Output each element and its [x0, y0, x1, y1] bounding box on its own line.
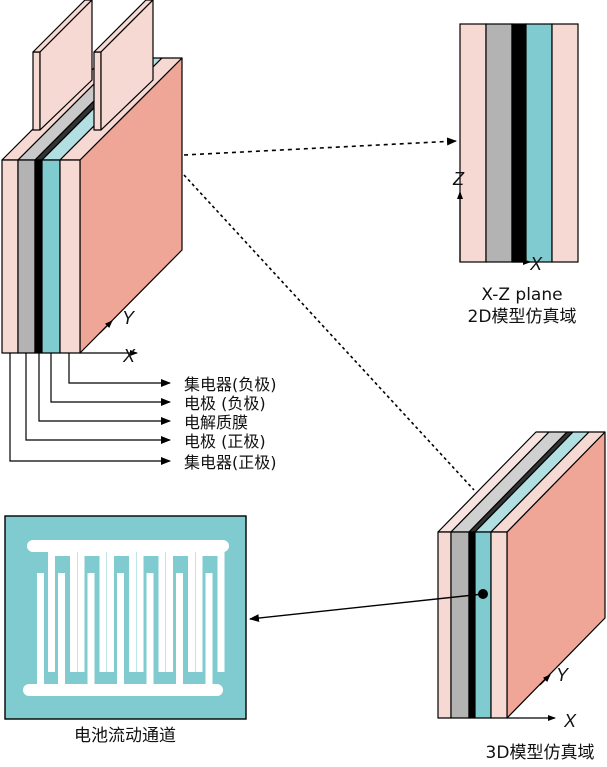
flow-inlet-finger-wall — [99, 550, 107, 672]
flow-inlet-finger-wall — [188, 550, 195, 672]
flow-outlet-finger — [58, 573, 65, 688]
plane-electrode-pos — [485, 23, 513, 263]
legend-electrode-positive: 电极 (正极) — [184, 432, 266, 451]
left-y-axis-arrow — [99, 320, 113, 334]
model3d-electrode-neg — [474, 531, 492, 719]
model3d-collector-neg — [490, 531, 508, 719]
flow-inlet-finger-wall — [129, 550, 136, 672]
flow-outlet-finger-edge — [37, 573, 44, 688]
left-axes: X Y — [80, 308, 138, 366]
plane-title: X-Z plane — [481, 285, 562, 305]
flow-channel-caption: 电池流动通道 — [74, 726, 176, 746]
layer-legend — [9, 353, 171, 465]
flow-channel-pattern — [23, 540, 229, 696]
flow-inlet-finger — [136, 550, 144, 672]
legend-collector-positive: 集电器(正极) — [184, 453, 277, 472]
tab-left — [32, 0, 93, 131]
dashed-connector-to-2d — [183, 137, 457, 156]
flow-inlet-finger-cap — [77, 550, 107, 556]
pointer-arrow — [249, 593, 484, 623]
flow-inlet-finger — [77, 550, 85, 672]
model3d-caption: 3D模型仿真域 — [486, 743, 595, 763]
model3d-x-axis-label: X — [563, 711, 577, 731]
flow-inlet-finger-cap — [107, 550, 136, 556]
tab-right — [93, 0, 154, 131]
flow-inlet-manifold — [27, 540, 229, 552]
flow-inlet-finger-cap — [48, 550, 77, 556]
model3d-electrode-pos — [450, 531, 470, 719]
flow-outlet-manifold — [23, 684, 223, 696]
left-front-collector-pos — [1, 159, 19, 354]
flow-outlet-finger — [87, 573, 95, 688]
left-front-electrode-pos — [17, 159, 36, 354]
plane-subtitle: 2D模型仿真域 — [468, 307, 577, 327]
left-front-membrane — [34, 159, 43, 354]
flow-inlet-finger-cap — [136, 550, 166, 556]
left-y-axis-label: Y — [122, 308, 136, 328]
model3d-collector-pos — [437, 531, 452, 719]
plane-collector-neg — [551, 23, 579, 263]
left-x-axis-label: X — [122, 346, 136, 366]
plane-collector-pos — [459, 23, 487, 263]
plane-membrane — [511, 23, 527, 263]
flow-outlet-finger — [176, 573, 183, 688]
flow-inlet-finger-wall — [158, 550, 166, 672]
plane-x-axis-label: X — [529, 254, 543, 274]
legend-electrode-negative: 电极 (负极) — [184, 394, 266, 413]
model3d-y-axis-arrow — [539, 674, 551, 686]
left-front-electrode-neg — [41, 159, 61, 354]
model-3d — [437, 431, 606, 719]
flow-inlet-finger-cap — [166, 550, 195, 556]
flow-inlet-finger — [48, 550, 55, 672]
flow-inlet-finger — [107, 550, 114, 672]
flow-outlet-finger — [117, 573, 124, 688]
legend-collector-negative: 集电器(负极) — [184, 375, 277, 394]
flow-outlet-finger — [146, 573, 154, 688]
flow-inlet-finger-wall — [217, 550, 225, 672]
flow-inlet-finger — [195, 550, 203, 672]
flow-inlet-finger-wall — [70, 550, 77, 672]
left-3d-cell — [1, 0, 183, 354]
flow-channel-panel — [4, 515, 247, 720]
left-front-collector-neg — [59, 159, 81, 354]
xz-plane-2d — [459, 23, 579, 263]
legend-membrane: 电解质膜 — [184, 413, 248, 432]
dashed-connector-to-3d — [183, 174, 475, 491]
plane-electrode-neg — [525, 23, 553, 263]
model3d-y-axis-label: Y — [556, 665, 570, 685]
flow-inlet-finger-cap — [195, 550, 225, 556]
model3d-membrane — [468, 531, 476, 719]
flow-inlet-finger — [166, 550, 173, 672]
flow-outlet-finger — [205, 573, 213, 688]
plane-z-axis-label: Z — [452, 169, 465, 189]
